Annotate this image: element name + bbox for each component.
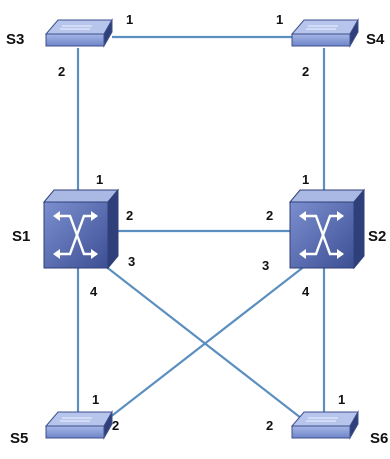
port-label-s5-2: 2: [112, 418, 119, 433]
port-label-s5-1: 1: [92, 392, 99, 407]
port-label-s3-2: 2: [58, 64, 65, 79]
port-label-s1-2: 2: [126, 208, 133, 223]
port-label-s1-4: 4: [90, 284, 98, 299]
device-label-s3: S3: [6, 31, 24, 48]
device-s4-hub-icon[interactable]: [290, 18, 359, 48]
port-label-s4-1: 1: [276, 12, 283, 27]
device-s3-hub-icon[interactable]: [44, 18, 113, 48]
device-s1-switch-icon[interactable]: [42, 188, 120, 270]
port-label-s1-3: 3: [128, 254, 135, 269]
device-label-s4: S4: [366, 31, 385, 48]
port-label-s2-2: 2: [266, 208, 273, 223]
port-label-s2-3: 3: [262, 258, 269, 273]
device-label-s1: S1: [12, 228, 30, 245]
port-label-s2-1: 1: [302, 172, 309, 187]
port-label-s6-1: 1: [338, 392, 345, 407]
port-label-s1-1: 1: [96, 172, 103, 187]
port-label-s3-1: 1: [126, 12, 133, 27]
port-label-s2-4: 4: [302, 284, 310, 299]
device-label-s6: S6: [370, 430, 388, 447]
device-s5-hub-icon[interactable]: [44, 410, 113, 440]
port-label-s4-2: 2: [302, 64, 309, 79]
device-s6-hub-icon[interactable]: [290, 410, 359, 440]
device-label-s2: S2: [368, 228, 386, 245]
port-label-s6-2: 2: [266, 418, 273, 433]
link-s2-s5: [99, 261, 311, 426]
device-s2-switch-icon[interactable]: [288, 188, 366, 270]
device-label-s5: S5: [10, 430, 28, 447]
